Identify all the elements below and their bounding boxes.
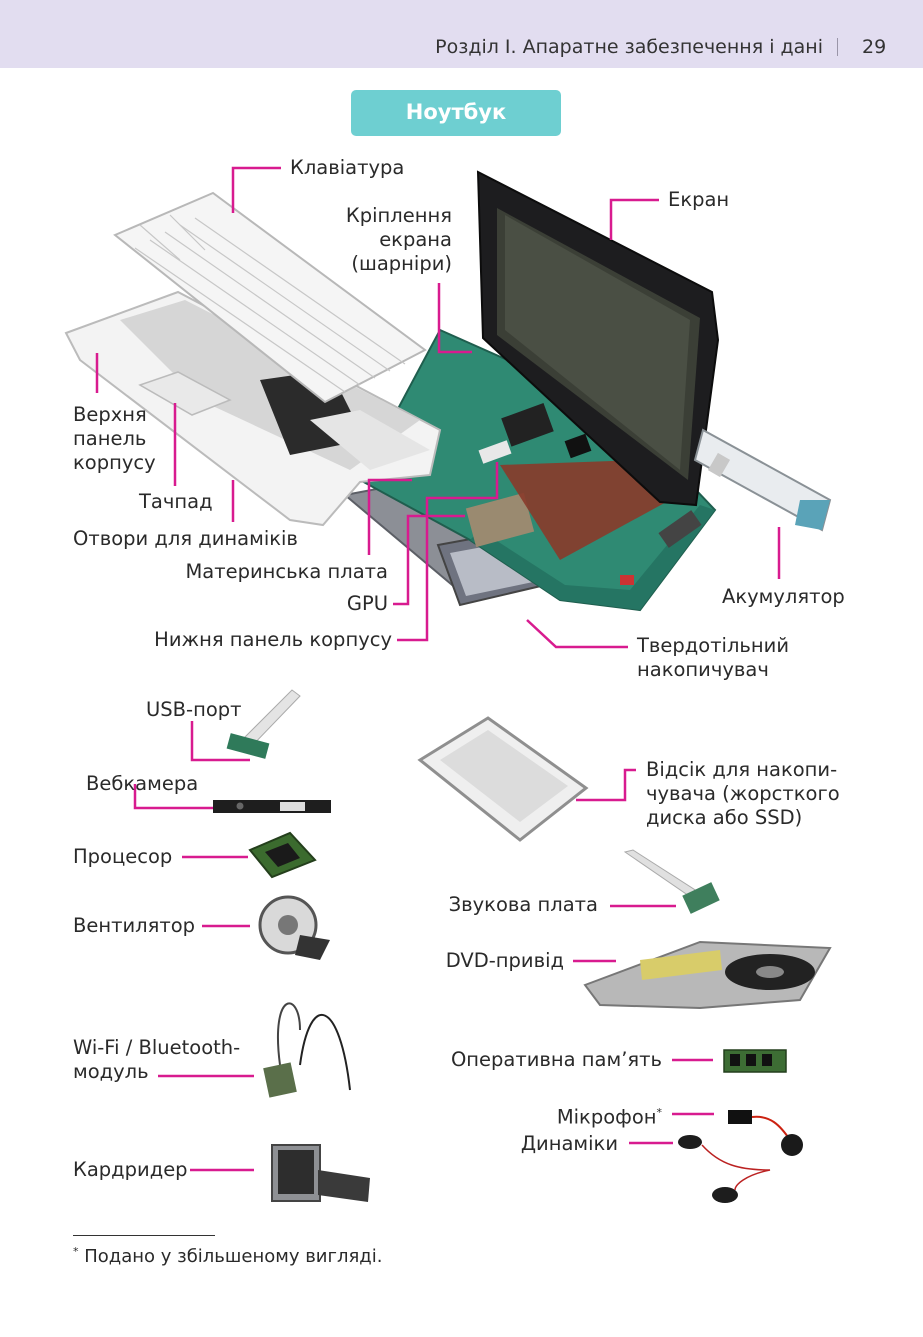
microphone-image bbox=[728, 1110, 803, 1156]
label-ssd: Твердотільний накопичувач bbox=[637, 634, 789, 682]
label-wifi-module: Wi-Fi / Bluetooth- модуль bbox=[73, 1036, 240, 1084]
label-touchpad: Тачпад bbox=[139, 490, 213, 513]
label-wifi-line: модуль bbox=[73, 1060, 149, 1083]
label-usb-port: USB-порт bbox=[146, 698, 242, 721]
label-fan: Вентилятор bbox=[73, 914, 196, 937]
fan-image bbox=[258, 895, 330, 960]
label-card-reader: Кардридер bbox=[73, 1158, 188, 1181]
webcam-image bbox=[213, 800, 331, 813]
leader-lines bbox=[95, 166, 781, 1172]
footnote: * Подано у збільшеному вигляді. bbox=[73, 1245, 382, 1267]
label-top-case-line: Верхня bbox=[73, 403, 147, 426]
label-gpu: GPU bbox=[346, 592, 388, 615]
label-keyboard: Клавіатура bbox=[290, 156, 405, 179]
label-cpu: Процесор bbox=[73, 845, 173, 868]
footnote-text: Подано у збільшеному вигляді. bbox=[78, 1246, 383, 1267]
label-top-case: Верхня панель корпусу bbox=[73, 403, 156, 475]
label-webcam: Вебкамера bbox=[86, 772, 199, 795]
label-bottom-case: Нижня панель корпусу bbox=[154, 628, 392, 651]
wifi-module-image bbox=[263, 1002, 351, 1098]
usb-port-image bbox=[226, 689, 301, 759]
label-hinge-line: екрана bbox=[379, 228, 452, 251]
asterisk-mark: * bbox=[656, 1106, 663, 1119]
page-number: 29 bbox=[862, 36, 887, 58]
page-header: Розділ І. Апаратне забезпечення і дані 2… bbox=[0, 0, 923, 68]
drive-bay-image bbox=[417, 716, 589, 842]
ram-image bbox=[723, 1049, 787, 1073]
keyboard-image bbox=[113, 191, 427, 404]
label-drive-bay: Відсік для накопи- чувача (жорсткого дис… bbox=[646, 758, 840, 830]
card-reader-image bbox=[271, 1144, 370, 1202]
label-speakers: Динаміки bbox=[520, 1132, 618, 1155]
label-screen: Екран bbox=[668, 188, 730, 211]
speakers-image bbox=[678, 1135, 771, 1203]
label-battery: Акумулятор bbox=[722, 585, 845, 608]
motherboard-image bbox=[358, 328, 717, 612]
label-drive-bay-line: Відсік для накопи- bbox=[646, 758, 838, 781]
label-microphone-text: Мікрофон bbox=[556, 1105, 657, 1129]
chapter-title: Розділ І. Апаратне забезпечення і дані bbox=[435, 36, 823, 58]
label-sound-card: Звукова плата bbox=[448, 893, 598, 916]
dvd-drive-image bbox=[583, 940, 832, 1010]
label-drive-bay-line: диска або SSD) bbox=[646, 806, 803, 829]
footnote-mark: * bbox=[73, 1245, 79, 1258]
label-top-case-line: панель bbox=[73, 427, 147, 450]
label-drive-bay-line: чувача (жорсткого bbox=[646, 782, 840, 805]
sound-card-image bbox=[623, 849, 720, 914]
cpu-image bbox=[248, 831, 317, 879]
label-top-case-line: корпусу bbox=[73, 451, 156, 474]
label-ssd-line: Твердотільний bbox=[637, 634, 790, 657]
label-motherboard: Материнська плата bbox=[185, 560, 388, 583]
label-dvd: DVD-привід bbox=[445, 949, 564, 972]
header-divider bbox=[837, 38, 838, 56]
battery-image bbox=[693, 428, 832, 532]
screen-image bbox=[476, 170, 720, 507]
label-wifi-line: Wi-Fi / Bluetooth- bbox=[73, 1036, 241, 1059]
label-ssd-line: накопичувач bbox=[637, 658, 769, 681]
label-microphone: Мікрофон* bbox=[480, 1101, 662, 1130]
footnote-rule bbox=[73, 1235, 215, 1236]
label-ram: Оперативна пам’ять bbox=[450, 1048, 662, 1071]
label-hinge: Кріплення екрана (шарніри) bbox=[340, 204, 452, 276]
section-title: Ноутбук bbox=[351, 90, 561, 136]
label-hinge-line: (шарніри) bbox=[351, 252, 452, 275]
label-speaker-holes: Отвори для динаміків bbox=[73, 527, 298, 550]
label-hinge-line: Кріплення bbox=[345, 204, 452, 227]
